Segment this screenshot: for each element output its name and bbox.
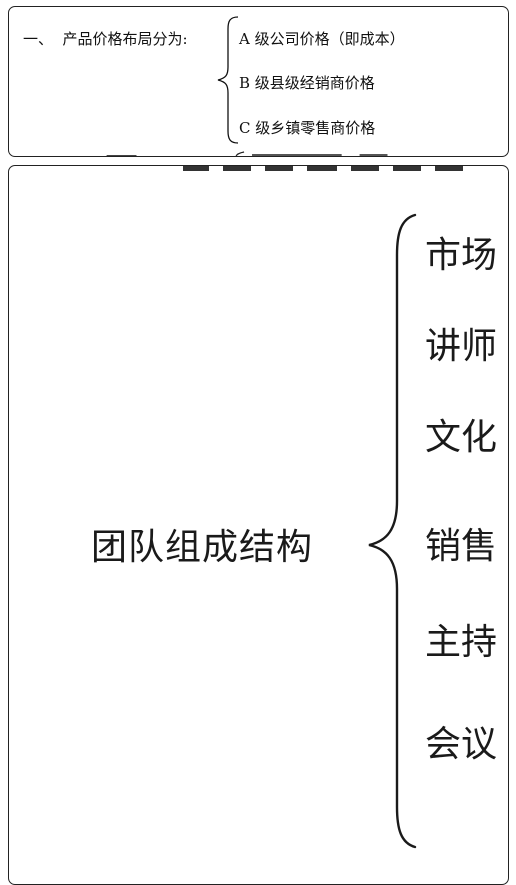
price-layout-panel: 一、 产品价格布局分为: A 级公司价格（即成本） B 级县级经销商价格 C 级… <box>8 6 509 157</box>
team-structure-label: 团队组成结构 <box>91 527 314 568</box>
team-role-item: 讲师 <box>425 326 498 367</box>
price-tier-a: A 级公司价格（即成本） <box>239 30 405 48</box>
price-tier-c: C 级乡镇零售商价格 <box>239 119 376 137</box>
price-tier-b: B 级县级经销商价格 <box>239 74 375 92</box>
price-brace <box>217 16 239 144</box>
clipped-heading <box>183 166 463 171</box>
team-brace <box>368 213 417 849</box>
team-structure-panel: 团队组成结构 市场 讲师 文化 销售 主持 会议 <box>8 165 509 885</box>
team-role-item: 主持 <box>425 622 498 663</box>
team-role-item: 销售 <box>425 526 498 567</box>
clipped-next-line <box>68 151 388 156</box>
team-role-item: 会议 <box>425 724 498 765</box>
price-layout-label: 一、 产品价格布局分为: <box>23 30 188 48</box>
team-role-item: 市场 <box>425 235 498 276</box>
team-role-item: 文化 <box>425 417 498 458</box>
